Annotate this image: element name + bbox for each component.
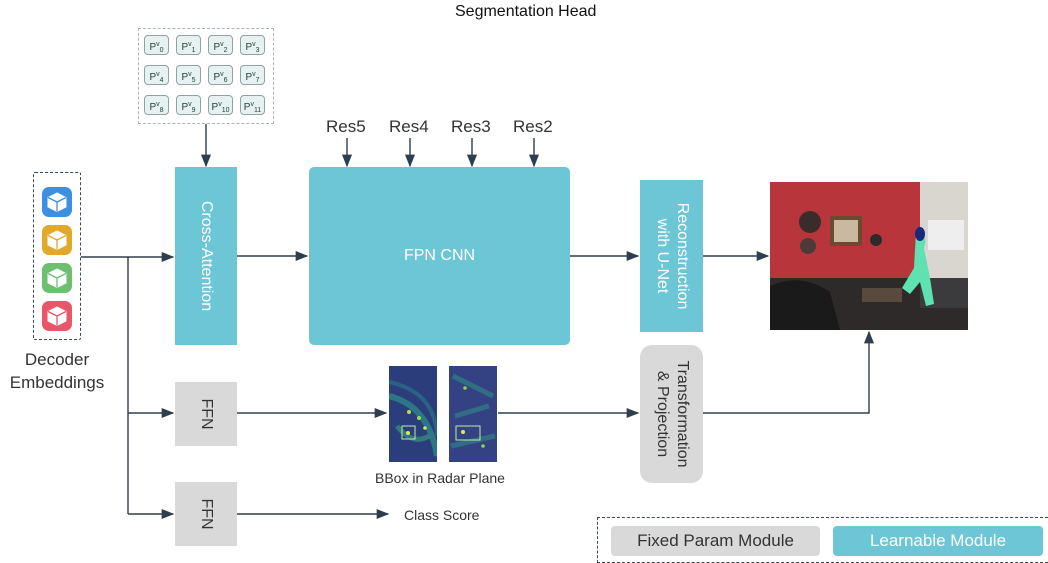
decoder-embeddings-label-line1: Decoder	[24, 350, 90, 369]
transformation-label-line2: & Projection	[653, 370, 671, 458]
transformation-projection-module: Transformation & Projection	[640, 345, 703, 483]
class-score-label: Class Score	[404, 507, 480, 523]
ffn-top-module: FFN	[175, 382, 237, 446]
cube-icon	[42, 187, 72, 217]
legend: Fixed Param Module Learnable Module	[597, 517, 1048, 563]
transformation-label: Transformation & Projection	[652, 361, 692, 468]
ffn-top-label: FFN	[198, 398, 215, 430]
room-scene-illustration	[770, 182, 968, 330]
pv-token: Pv4	[144, 65, 169, 85]
fpn-cnn-module: FPN CNN	[309, 167, 570, 345]
reconstruction-label: Reconstruction with U-Net	[652, 203, 692, 310]
pv-token: Pv9	[176, 95, 201, 115]
ffn-bottom-label: FFN	[198, 498, 215, 530]
segmentation-output-image	[770, 182, 968, 330]
radar-heatmap-1	[388, 366, 440, 462]
fpn-cnn-label: FPN CNN	[403, 247, 476, 264]
transformation-label-line1: Transformation	[673, 360, 691, 468]
res3-label: Res3	[451, 117, 491, 136]
decoder-embeddings-box	[33, 172, 81, 340]
radar-heatmap-2-image	[449, 366, 497, 462]
segmented-person-mask	[902, 231, 934, 306]
decoder-embeddings-label-line2: Embeddings	[9, 373, 105, 392]
radar-heatmap-2	[449, 366, 497, 462]
pv-token: Pv2	[208, 35, 233, 55]
cross-attention-module: Cross-Attention	[175, 167, 237, 345]
reconstruction-label-line2: with U-Net	[653, 218, 671, 294]
pv-token: Pv6	[208, 65, 233, 85]
radar-heatmap-1-image	[388, 366, 440, 462]
pv-token: Pv5	[176, 65, 201, 85]
diagram-title: Segmentation Head	[455, 3, 597, 20]
res2-label: Res2	[513, 117, 553, 136]
cross-attention-label: Cross-Attention	[198, 200, 215, 312]
transform-to-image-arrow	[703, 330, 875, 414]
pv-token: Pv10	[208, 95, 233, 115]
legend-learnable-module: Learnable Module	[833, 526, 1043, 556]
pv-token: Pv8	[144, 95, 169, 115]
bbox-radar-label: BBox in Radar Plane	[375, 470, 505, 486]
ffn-bottom-module: FFN	[175, 482, 237, 546]
pv-token: Pv1	[176, 35, 201, 55]
pv-token: Pv0	[144, 35, 169, 55]
pv-token: Pv11	[240, 95, 265, 115]
pv-token: Pv3	[240, 35, 265, 55]
res4-label: Res4	[389, 117, 429, 136]
pv-token: Pv7	[240, 65, 265, 85]
reconstruction-label-line1: Reconstruction	[673, 202, 691, 310]
reconstruction-unet-module: Reconstruction with U-Net	[640, 180, 703, 332]
res5-label: Res5	[326, 117, 366, 136]
legend-fixed-param-module: Fixed Param Module	[611, 526, 820, 556]
cube-icon	[42, 225, 72, 255]
cube-icon	[42, 301, 72, 331]
cube-icon	[42, 263, 72, 293]
